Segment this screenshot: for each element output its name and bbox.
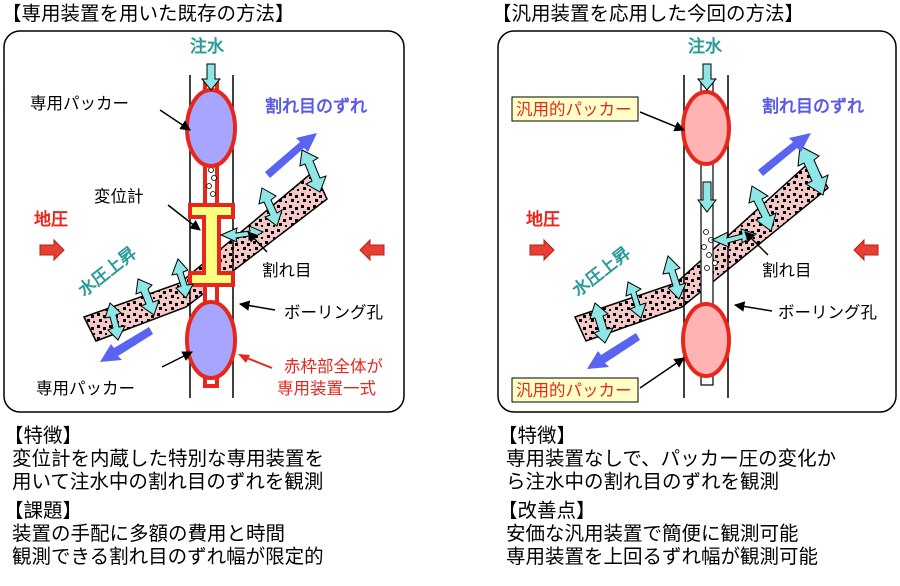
left-text-block: 【特徴】 変位計を内蔵した特別な専用装置を 用いて注水中の割れ目のずれを観測 【…: [4, 424, 324, 568]
right-label-packer-top: 汎用的パッカー: [516, 100, 632, 119]
right-heading: 【汎用装置を応用した今回の方法】: [492, 2, 804, 25]
left-label-packer-top: 専用パッカー: [30, 94, 129, 113]
left-label-packer-bottom: 専用パッカー: [36, 379, 135, 398]
right-improve-title: 【改善点】: [498, 499, 596, 522]
leader-line: [247, 231, 268, 253]
right-label-water-injection: 注水: [688, 36, 723, 57]
left-label-fracture-slip: 割れ目のずれ: [265, 96, 367, 117]
leader-line: [639, 357, 685, 389]
double-arrow: [748, 185, 777, 232]
left-label-red-frame-note-1: 赤枠部全体が: [284, 357, 384, 376]
right-packer-top: [681, 90, 731, 166]
leader-line: [167, 204, 201, 231]
left-slip-arrow-up: [265, 133, 317, 178]
double-arrow: [625, 281, 647, 319]
right-label-earth-pressure: 地圧: [526, 209, 560, 230]
bubble: [706, 252, 712, 258]
left-feature-title: 【特徴】: [4, 424, 83, 447]
leader-line: [744, 231, 769, 256]
left-issue-line-2: 観測できる割れ目のずれ幅が限定的: [12, 545, 324, 568]
leader-line: [161, 351, 193, 368]
right-feature-title: 【特徴】: [498, 424, 577, 447]
left-earth-pressure-arrow-right: [359, 238, 385, 262]
right-feature-line-2: ら注水中の割れ目のずれを観測: [506, 470, 780, 493]
double-arrow: [797, 145, 829, 196]
left-label-red-frame-note-2: 専用装置一式: [277, 379, 376, 398]
double-arrow: [662, 255, 687, 300]
bubble: [703, 229, 709, 235]
right-improve-line-1: 安価な汎用装置で簡便に観測可能: [506, 522, 799, 545]
right-slip-arrow-up: [758, 133, 811, 176]
right-packer-bottom: [681, 302, 731, 378]
left-label-water-injection: 注水: [190, 36, 225, 57]
red-leader-head: [238, 354, 250, 363]
right-label-fracture: 割れ目: [762, 261, 812, 280]
right-label-fracture-slip: 割れ目のずれ: [762, 96, 864, 117]
right-label-packer-bottom: 汎用的パッカー: [516, 381, 632, 400]
left-feature-line-2: 用いて注水中の割れ目のずれを観測: [12, 470, 324, 493]
leader-line: [733, 301, 773, 312]
double-arrow: [299, 149, 327, 193]
bubble: [701, 244, 707, 250]
left-packer-top: [185, 88, 237, 168]
bubble: [712, 260, 718, 266]
left-water-arrow: [200, 63, 222, 91]
right-slip-arrow-down: [587, 333, 640, 369]
right-text-block: 【特徴】 専用装置なしで、パッカー圧の変化か ら注水中の割れ目のずれを観測 【改…: [498, 424, 836, 568]
left-pressure-arrows: [104, 149, 327, 341]
double-arrow: [135, 278, 160, 316]
left-label-borehole: ボーリング孔: [284, 303, 383, 322]
right-earth-pressure-arrow-right: [853, 238, 879, 262]
double-arrow: [104, 302, 126, 341]
right-packer-bottom-label-box: [511, 377, 639, 403]
left-issue-line-1: 装置の手配に多額の費用と時間: [12, 522, 286, 545]
bubble: [208, 167, 214, 173]
leader-line: [238, 300, 276, 311]
double-arrow: [171, 258, 194, 299]
right-feature-line-1: 専用装置なしで、パッカー圧の変化か: [506, 447, 837, 470]
left-label-displacement-meter: 変位計: [94, 187, 144, 206]
left-packer-bottom: [185, 300, 237, 380]
bubble: [704, 265, 710, 271]
bubble: [206, 183, 212, 189]
double-arrow: [589, 302, 614, 344]
left-label-earth-pressure: 地圧: [34, 209, 68, 230]
right-water-arrow-inner: [697, 181, 717, 213]
bubble: [210, 191, 216, 197]
right-label-borehole: ボーリング孔: [778, 303, 877, 322]
left-label-fracture: 割れ目: [262, 261, 312, 280]
double-arrow: [258, 187, 283, 227]
leader-line: [639, 111, 685, 132]
leader-line: [159, 109, 191, 131]
left-feature-line-1: 変位計を内蔵した特別な専用装置を: [12, 447, 325, 470]
left-slip-arrow-down: [100, 327, 153, 362]
bubble: [211, 175, 217, 181]
right-packer-top-label-box: [511, 96, 639, 122]
displacement-meter: [188, 203, 235, 287]
right-water-arrow: [696, 63, 718, 91]
right-earth-pressure-arrow-left: [529, 238, 555, 262]
left-heading: 【専用装置を用いた既存の方法】: [2, 2, 295, 25]
left-earth-pressure-arrow-left: [39, 238, 65, 262]
right-improve-line-2: 専用装置を上回るずれ幅が観測可能: [506, 545, 819, 568]
left-issue-title: 【課題】: [4, 499, 83, 522]
